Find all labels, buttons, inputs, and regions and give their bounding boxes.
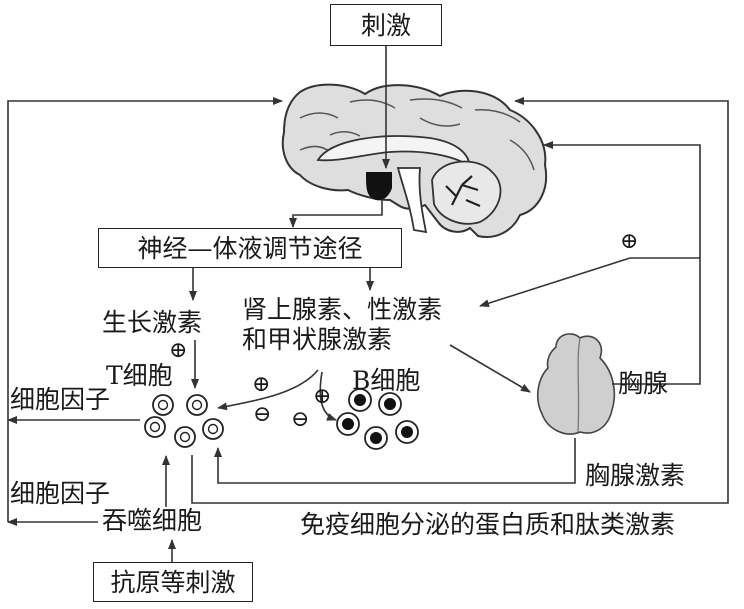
adrenal-hormones-label-line2: 和甲状腺激素 <box>242 325 393 354</box>
minus-icon: ⊖ <box>291 407 310 432</box>
plus-icon: ⊕ <box>313 384 332 409</box>
immune-proteins-label: 免疫细胞分泌的蛋白质和肽类激素 <box>298 510 678 540</box>
thymus-label: 胸腺 <box>618 369 669 398</box>
t-cell-label: T细胞 <box>106 361 173 390</box>
b-cell-cluster <box>336 388 419 450</box>
adrenal-hormones-label-line1: 肾上腺素、性激素 <box>242 295 443 324</box>
cerebellum-tree <box>445 175 481 208</box>
plus-icon: ⊕ <box>252 372 271 397</box>
stimulus-box: 刺激 <box>330 4 442 46</box>
brain-illustration <box>281 83 548 238</box>
thymus-lobe-line <box>577 337 581 433</box>
b-cell <box>348 388 372 412</box>
arrow-adrenal-to-thymus <box>449 344 531 393</box>
cytokine-output-label: 细胞因子 <box>10 385 111 414</box>
t-cell <box>202 418 224 440</box>
feedback-loop-to-brain <box>7 97 283 522</box>
t-cell <box>152 394 174 416</box>
thymus-illustration <box>536 333 616 435</box>
antigen-stimulus-box: 抗原等刺激 <box>93 562 253 602</box>
b-cell <box>364 426 388 450</box>
b-cell <box>336 412 360 436</box>
arrow-adrenal-to-tcell <box>217 369 319 411</box>
line-thymus-right-bracket <box>612 257 701 385</box>
arrow-thymosin-to-tcell <box>214 438 576 484</box>
t-cell <box>186 394 208 416</box>
plus-icon: ⊕ <box>169 338 188 363</box>
arrow-hypothalamus-to-pathway <box>289 200 383 228</box>
brain-folds <box>299 98 535 171</box>
thymosin-label: 胸腺激素 <box>585 461 686 490</box>
hypothalamus <box>366 172 392 201</box>
t-cell <box>144 416 166 438</box>
plus-icon: ⊕ <box>620 229 639 254</box>
b-cell <box>395 420 419 444</box>
t-cell-cluster <box>144 394 224 448</box>
b-cell-label: B细胞 <box>352 366 421 395</box>
arrow-adrenal-to-bcell <box>319 371 337 421</box>
cytokine-input-label: 细胞因子 <box>10 479 111 508</box>
t-cell <box>174 426 196 448</box>
brainstem <box>396 167 428 234</box>
phagocyte-label: 吞噬细胞 <box>100 506 205 536</box>
arrow-feedback-to-adrenal <box>479 257 631 308</box>
arrow-thymus-to-brain <box>543 141 701 258</box>
minus-icon: ⊖ <box>253 402 272 427</box>
neuro-humoral-pathway-box: 神经—体液调节途径 <box>98 228 402 268</box>
arrow-proteins-to-brain <box>191 97 729 504</box>
growth-hormone-label: 生长激素 <box>102 308 203 337</box>
cerebellum <box>431 160 502 225</box>
b-cell <box>378 392 402 416</box>
